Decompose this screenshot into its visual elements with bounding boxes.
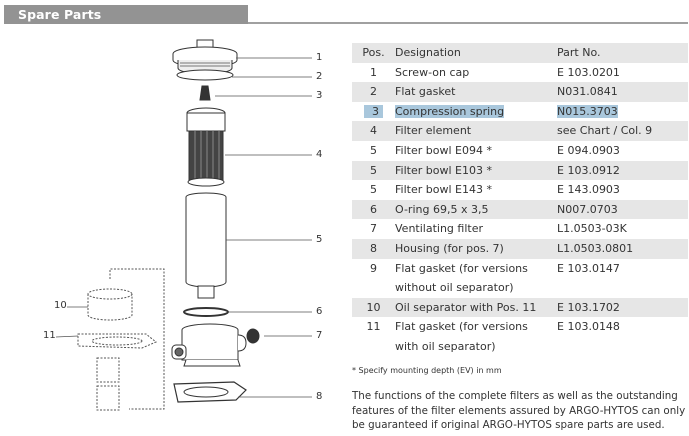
cell-pos: 8 [352, 238, 395, 259]
cell-part-no: L1.0503-03K [557, 222, 627, 236]
cell-designation: O-ring 69,5 x 3,5 [395, 199, 557, 220]
cell-pos: 4 [352, 121, 395, 141]
part-filter-bowl [185, 192, 227, 299]
callout-3: 3 [316, 90, 323, 101]
cell-designation: Filter bowl E143 * [395, 183, 492, 197]
callout-7: 7 [316, 330, 323, 341]
cell-pos: 5 [370, 143, 377, 157]
cell-part-no: E 103.1702 [557, 297, 688, 318]
cell-part-no: E 143.0903 [557, 183, 620, 197]
cell-part-no: N031.0841 [557, 82, 688, 102]
cell-designation: Filter bowl E094 * [395, 143, 492, 157]
table-row: 4 Filter element see Chart / Col. 9 [352, 121, 688, 141]
cell-designation: Flat gasket (for versions without oil se… [395, 259, 557, 298]
section-header: Spare Parts [4, 5, 248, 24]
callout-6: 6 [316, 306, 323, 317]
callout-8: 8 [316, 391, 323, 402]
table-row: 5 Filter bowl E094 * E 094.0903 [352, 141, 688, 161]
table-row: 5 Filter bowl E103 * E 103.0912 [352, 160, 688, 181]
cell-designation: Ventilating filter [395, 222, 483, 236]
table-row: 1 Screw-on cap E 103.0201 [352, 63, 688, 83]
cell-designation: Filter bowl E103 * [395, 160, 557, 181]
cell-part-no: E 103.0147 [557, 261, 620, 275]
table-row: 6 O-ring 69,5 x 3,5 N007.0703 [352, 199, 688, 220]
callout-10: 10 [54, 300, 67, 311]
col-header-designation: Designation [395, 43, 557, 63]
cell-part-no: E 103.0201 [557, 65, 620, 79]
table-row: 2 Flat gasket N031.0841 [352, 82, 688, 102]
callout-11: 11 [43, 330, 56, 341]
cell-pos: 5 [352, 160, 395, 181]
cell-pos: 10 [352, 297, 395, 318]
callout-5: 5 [316, 234, 323, 245]
cell-part-no: E 094.0903 [557, 143, 620, 157]
cell-pos: 5 [370, 183, 377, 197]
table-row: 10 Oil separator with Pos. 11 E 103.1702 [352, 297, 688, 318]
part-flat-gasket [176, 69, 234, 81]
cell-pos: 11 [366, 320, 381, 334]
cell-pos: 7 [370, 222, 377, 236]
cell-part-no: E 103.0148 [557, 320, 620, 334]
part-housing [171, 323, 247, 367]
col-header-part-no: Part No. [557, 43, 688, 63]
col-header-pos: Pos. [352, 43, 395, 63]
cell-pos: 2 [352, 82, 395, 102]
part-oil-separator [77, 268, 165, 411]
table-row: 5 Filter bowl E143 * E 143.0903 [352, 180, 688, 200]
header-divider [248, 22, 688, 24]
cell-designation: Compression spring [395, 104, 505, 118]
designation-line: with oil separator) [395, 339, 496, 353]
cell-pos: 9 [370, 261, 377, 275]
cell-designation: Flat gasket (for versions with oil separ… [395, 317, 557, 356]
table-row: 7 Ventilating filter L1.0503-03K [352, 219, 688, 239]
cell-pos: 3 [364, 104, 383, 118]
cell-part-no: see Chart / Col. 9 [557, 121, 688, 141]
cell-designation: Oil separator with Pos. 11 [395, 297, 557, 318]
callout-2: 2 [316, 71, 323, 82]
leader-lines [55, 57, 312, 398]
cell-designation: Flat gasket [395, 82, 557, 102]
table-row-selected: 3 Compression spring N015.3703 [352, 102, 688, 122]
table-row: 8 Housing (for pos. 7) L1.0503.0801 [352, 238, 688, 259]
table-row: 9 Flat gasket (for versions without oil … [352, 259, 688, 298]
footnote: * Specify mounting depth (EV) in mm [352, 366, 502, 375]
cell-designation: Screw-on cap [395, 65, 470, 79]
part-ventilating-filter [246, 328, 260, 344]
cell-pos: 6 [352, 199, 395, 220]
cell-part-no: N007.0703 [557, 199, 688, 220]
cell-designation: Housing (for pos. 7) [395, 238, 557, 259]
cell-part-no: L1.0503.0801 [557, 238, 688, 259]
designation-line: Flat gasket (for versions [395, 320, 528, 334]
callout-1: 1 [316, 52, 323, 63]
disclaimer-text: The functions of the complete filters as… [352, 390, 686, 431]
exploded-diagram [55, 39, 312, 411]
part-filter-element [186, 107, 226, 187]
cell-pos: 1 [370, 65, 377, 79]
designation-line: without oil separator) [395, 281, 514, 295]
cell-designation: Filter element [395, 121, 557, 141]
part-screw-on-cap [172, 39, 238, 75]
callout-4: 4 [316, 149, 323, 160]
table-row: 11 Flat gasket (for versions with oil se… [352, 317, 688, 356]
section-title: Spare Parts [18, 7, 102, 22]
designation-line: Flat gasket (for versions [395, 261, 528, 275]
cell-part-no: N015.3703 [557, 104, 618, 118]
table-header-row: Pos. Designation Part No. [352, 43, 688, 63]
spare-parts-table: Pos. Designation Part No. 1 Screw-on cap… [352, 43, 688, 357]
cell-part-no: E 103.0912 [557, 160, 688, 181]
part-compression-spring [199, 85, 211, 101]
part-o-ring [183, 307, 229, 317]
